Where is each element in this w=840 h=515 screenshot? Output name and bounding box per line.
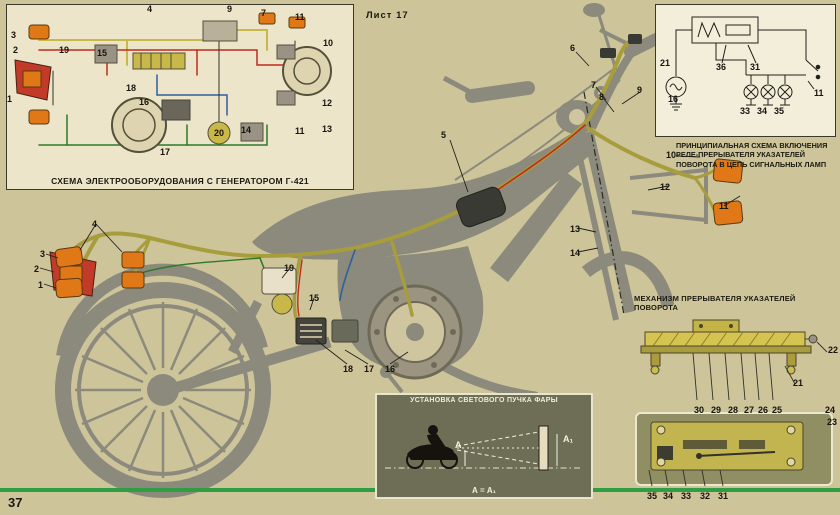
signal-lamps-and-components bbox=[49, 34, 744, 345]
callout-31: 31 bbox=[718, 491, 729, 501]
headlight-beam-caption: УСТАНОВКА СВЕТОВОГО ПУЧКА ФАРЫ bbox=[410, 397, 558, 404]
ignition-coil bbox=[456, 186, 506, 228]
headlight-beam-drawing bbox=[385, 425, 583, 471]
breaker-mechanism-panel: МЕХАНИЗМ ПРЕРЫВАТЕЛЯ УКАЗАТЕЛЕЙ ПОВОРОТА bbox=[632, 294, 840, 512]
front-turn-signal-upper bbox=[712, 158, 744, 184]
generator-detail bbox=[367, 284, 463, 380]
breaker-side-view bbox=[640, 319, 828, 401]
wiring-schematic-caption: СХЕМА ЭЛЕКТРООБОРУДОВАНИЯ С ГЕНЕРАТОРОМ … bbox=[51, 176, 309, 186]
rear-turn-signal-upper bbox=[54, 246, 84, 268]
callout-32: 32 bbox=[700, 491, 711, 501]
breaker-mechanism-heading: МЕХАНИЗМ ПРЕРЫВАТЕЛЯ УКАЗАТЕЛЕЙ ПОВОРОТА bbox=[634, 294, 796, 312]
beam-formula: А = А₁ bbox=[472, 486, 496, 495]
callout-34: 34 bbox=[663, 491, 674, 501]
callout-leader-lines bbox=[39, 51, 741, 365]
steering-axis-line bbox=[583, 91, 625, 316]
wiring-schematic-drawing bbox=[14, 12, 332, 153]
sheet-label: Лист 17 bbox=[366, 10, 409, 21]
breaker-top-view bbox=[635, 412, 833, 487]
callout-35: 35 bbox=[647, 491, 658, 501]
relay-circuit-caption: ПРИНЦИПИАЛЬНАЯ СХЕМА ВКЛЮЧЕНИЯ РЕЛЕ-ПРЕР… bbox=[676, 141, 828, 169]
front-turn-signal-lower bbox=[712, 200, 744, 226]
relay-circuit-drawing bbox=[665, 16, 821, 111]
callout-33: 33 bbox=[681, 491, 692, 501]
wiring-schematic-inset: СХЕМА ЭЛЕКТРООБОРУДОВАНИЯ С ГЕНЕРАТОРОМ … bbox=[6, 4, 354, 190]
page-number: 37 bbox=[8, 495, 23, 510]
relay-unit bbox=[261, 267, 297, 295]
rear-turn-signal-lower bbox=[55, 277, 83, 299]
horn bbox=[271, 293, 293, 315]
